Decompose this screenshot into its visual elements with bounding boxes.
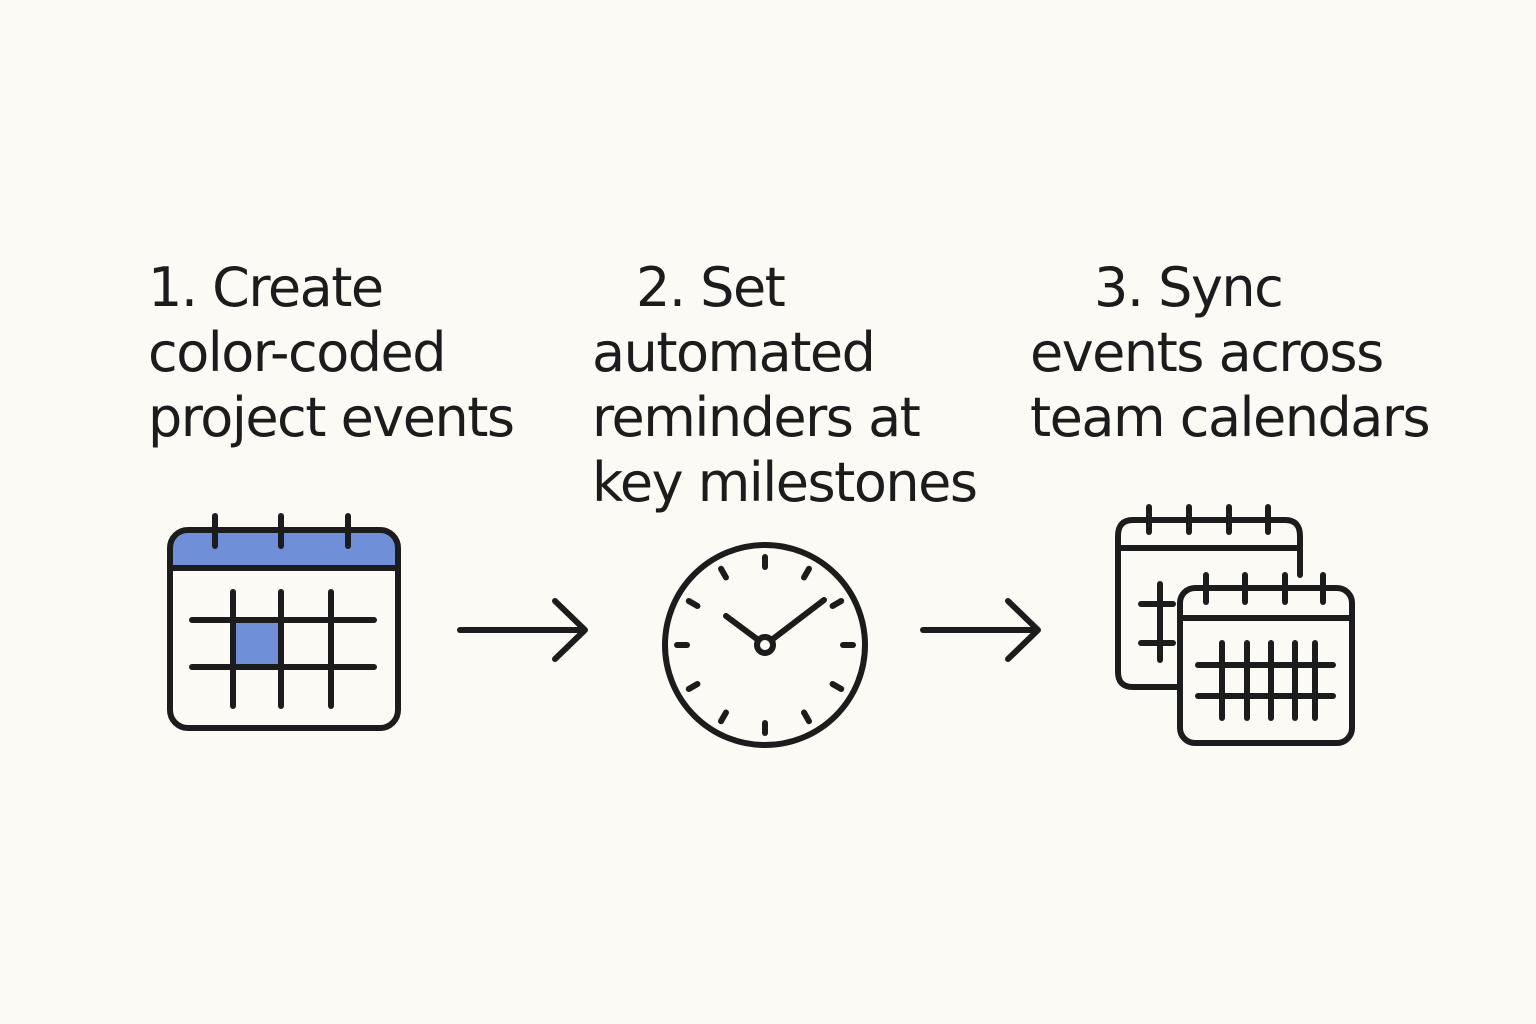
clock-minute-hand (762, 597, 827, 648)
clock-tick (801, 565, 812, 581)
clock-tick (801, 709, 812, 725)
step-2-label: 2. Set automated reminders at key milest… (592, 255, 978, 515)
step-3-label-line-1: 3. Sync (1094, 256, 1284, 319)
calendars-icon (1115, 504, 1355, 746)
clock-tick (718, 565, 729, 581)
step-2-label-line-1: 2. Set (636, 256, 786, 319)
clock-face (662, 542, 868, 748)
clock-icon (662, 542, 868, 748)
step-3-label-line-3: team calendars (1030, 386, 1431, 449)
front-calendar-frame (1177, 585, 1355, 746)
clock-ticks (674, 554, 856, 736)
step-2-label-line-3: reminders at (592, 386, 921, 449)
arrow-right-icon (920, 598, 1041, 662)
clock-tick (685, 681, 701, 692)
arrow-right-icon (457, 598, 588, 662)
step-1-label: 1. Create color-coded project events (148, 255, 515, 450)
step-3-label: 3. Sync events across team calendars (1030, 255, 1431, 450)
back-calendar-frame (1115, 517, 1303, 690)
clock-tick (685, 598, 701, 609)
calendar-icon (167, 513, 401, 731)
step-1-label-line-3: project events (148, 386, 515, 449)
calendar-header-fill (172, 532, 396, 568)
calendar-highlight-cell (233, 620, 279, 668)
clock-tick (829, 598, 845, 609)
step-3-label-line-2: events across (1030, 321, 1384, 384)
clock-center (754, 634, 776, 656)
step-1-label-line-1: 1. Create (148, 256, 384, 319)
step-1-label-line-2: color-coded (148, 321, 447, 384)
step-2-label-line-4: key milestones (592, 451, 978, 514)
clock-tick (718, 709, 729, 725)
step-2-label-line-2: automated (592, 321, 876, 384)
clock-tick (829, 681, 845, 692)
